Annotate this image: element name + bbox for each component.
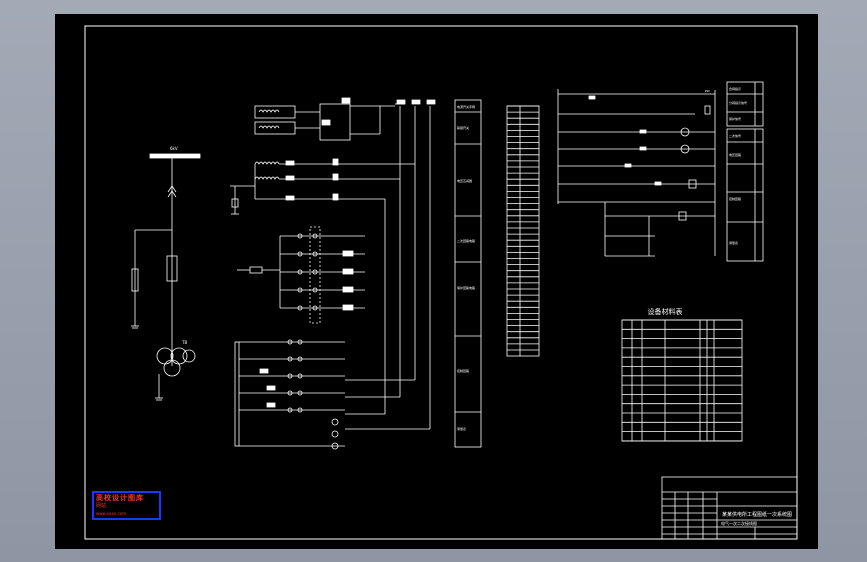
svg-text:联锁开关: 联锁开关 xyxy=(457,125,469,130)
control-schematic: PW xyxy=(557,89,716,257)
stamp-url: www.xxxx.com xyxy=(96,511,127,516)
drawing-name: 某某供电所工程图纸一次系统图 xyxy=(722,511,792,518)
svg-text:控制回路: 控制回路 xyxy=(457,368,469,373)
svg-text:电压回路: 电压回路 xyxy=(729,152,741,157)
legend-column: 合闸指示 分闸指示信号 保护信号 二次信号 电压回路 控制回路 测量表 xyxy=(726,81,764,262)
bus-label: 6kV xyxy=(170,146,178,151)
svg-text:二次回路电路: 二次回路电路 xyxy=(457,238,475,243)
stamp-subtitle: 网站 xyxy=(96,503,107,509)
drawing-frame xyxy=(84,25,798,540)
svg-text:保护信号: 保护信号 xyxy=(729,116,741,121)
svg-text:合闸指示: 合闸指示 xyxy=(729,86,741,91)
terminal-table xyxy=(506,105,540,357)
terminal-rows xyxy=(237,233,365,311)
svg-text:二次信号: 二次信号 xyxy=(729,133,741,138)
function-column: 电源开关手柄 联锁开关 电压互感器 二次回路电路 保护回路电路 控制回路 测量表 xyxy=(454,99,482,448)
svg-text:控制回路: 控制回路 xyxy=(729,196,741,201)
svg-text:分闸指示信号: 分闸指示信号 xyxy=(729,100,747,105)
primary-single-line: 6kV TB xyxy=(131,146,201,401)
svg-text:PW: PW xyxy=(705,89,710,93)
busbar xyxy=(149,153,201,159)
svg-text:保护回路电路: 保护回路电路 xyxy=(457,285,475,290)
watermark-stamp: 高校设计图库 网站 www.xxxx.com xyxy=(92,491,161,520)
parts-table-title: 设备材料表 xyxy=(648,307,683,316)
secondary-circuits xyxy=(230,97,436,450)
stamp-title: 高校设计图库 xyxy=(96,494,144,502)
svg-text:测量表: 测量表 xyxy=(457,426,466,431)
parts-table: 设备材料表 xyxy=(621,307,743,442)
transformer-label: TB xyxy=(181,340,187,345)
drawing-subtitle: 电气一次二次接线图 xyxy=(721,520,757,526)
title-block: 某某供电所工程图纸一次系统图 电气一次二次接线图 xyxy=(661,476,798,540)
svg-text:电源开关手柄: 电源开关手柄 xyxy=(457,104,475,109)
schematic-drawing: 6kV TB xyxy=(84,25,798,540)
svg-text:测量表: 测量表 xyxy=(729,240,738,245)
svg-text:电压互感器: 电压互感器 xyxy=(457,178,472,183)
drawing-sheet[interactable]: 6kV TB xyxy=(55,14,818,549)
